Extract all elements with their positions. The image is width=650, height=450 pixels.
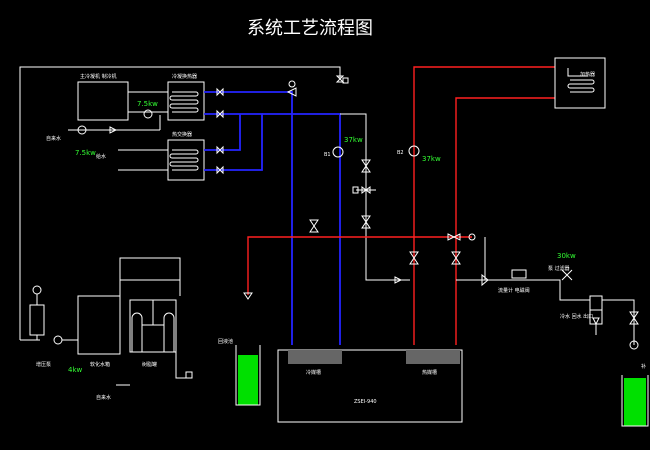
- pressure-pump-label: 增压泵: [36, 361, 51, 368]
- right-edge-tank: 补: [621, 363, 649, 427]
- diagram-title: 系统工艺流程图: [247, 18, 373, 39]
- top-left-pump: 自来水 给水: [46, 109, 161, 160]
- power-label-right: 30kw: [557, 252, 576, 260]
- pump-b1-label: B1: [324, 152, 331, 158]
- pump-b2: B2 37kw: [397, 145, 441, 163]
- power-label-bottom: 4kw: [68, 366, 83, 374]
- cold-water-piping: [204, 91, 341, 345]
- tap-water-left-label: 自来水: [46, 135, 61, 142]
- power-label-b2: 37kw: [422, 155, 441, 163]
- power-label-b1: 37kw: [344, 136, 363, 144]
- power-label-top: 7.5kw: [137, 100, 158, 108]
- pump-b2-label: B2: [397, 150, 404, 156]
- coil-b-input-label: 给水: [96, 153, 106, 160]
- right-edge-label: 补: [641, 363, 646, 370]
- coil-unit-b-label: 热交换器: [172, 131, 192, 138]
- bypass-piping: [340, 113, 410, 284]
- filtration-line: 流量计 电磁阀 30kw 泵 过滤器 冷水 回水 出口: [456, 237, 639, 350]
- hot-line-valves: [243, 219, 476, 300]
- heater-right: 加热器: [554, 57, 606, 109]
- cold-tank-label: 冷媒槽: [306, 369, 321, 376]
- main-machine: 冷媒槽 热媒槽 ZSEI-940: [277, 349, 463, 423]
- power-label-mid: 7.5kw: [75, 149, 96, 157]
- hot-tank-label: 热媒槽: [422, 369, 437, 376]
- overflow-tank-label: 回液池: [218, 338, 233, 345]
- softener-label: 软化水箱: [90, 361, 110, 368]
- coil-unit-a-label: 冷凝换热器: [172, 73, 197, 80]
- tap-water-bottom-label: 自来水: [96, 394, 111, 401]
- filter-pump-label: 泵 过滤器: [548, 265, 570, 272]
- coil-unit-a: 冷凝换热器: [128, 73, 205, 121]
- pump-b1: B1 37kw: [324, 136, 363, 158]
- top-unit-a-label: 主冷凝机 制冷机: [80, 73, 117, 80]
- hot-water-piping: [247, 66, 555, 345]
- machine-label: ZSEI-940: [354, 399, 377, 405]
- overflow-tank: 回液池: [218, 338, 261, 406]
- water-treatment: 增压泵 4kw 软化水箱 树脂罐 自来水: [29, 257, 193, 401]
- coil-unit-b: 热交换器: [118, 131, 205, 181]
- resin-tank-label: 树脂罐: [142, 361, 157, 368]
- flowmeter-label: 流量计 电磁阀: [498, 287, 530, 294]
- top-unit-a: 主冷凝机 制冷机: [77, 73, 129, 121]
- water-outlet-label: 冷水 回水 出口: [560, 313, 593, 320]
- top-line-valves: [216, 75, 349, 175]
- heater-right-label: 加热器: [580, 71, 595, 78]
